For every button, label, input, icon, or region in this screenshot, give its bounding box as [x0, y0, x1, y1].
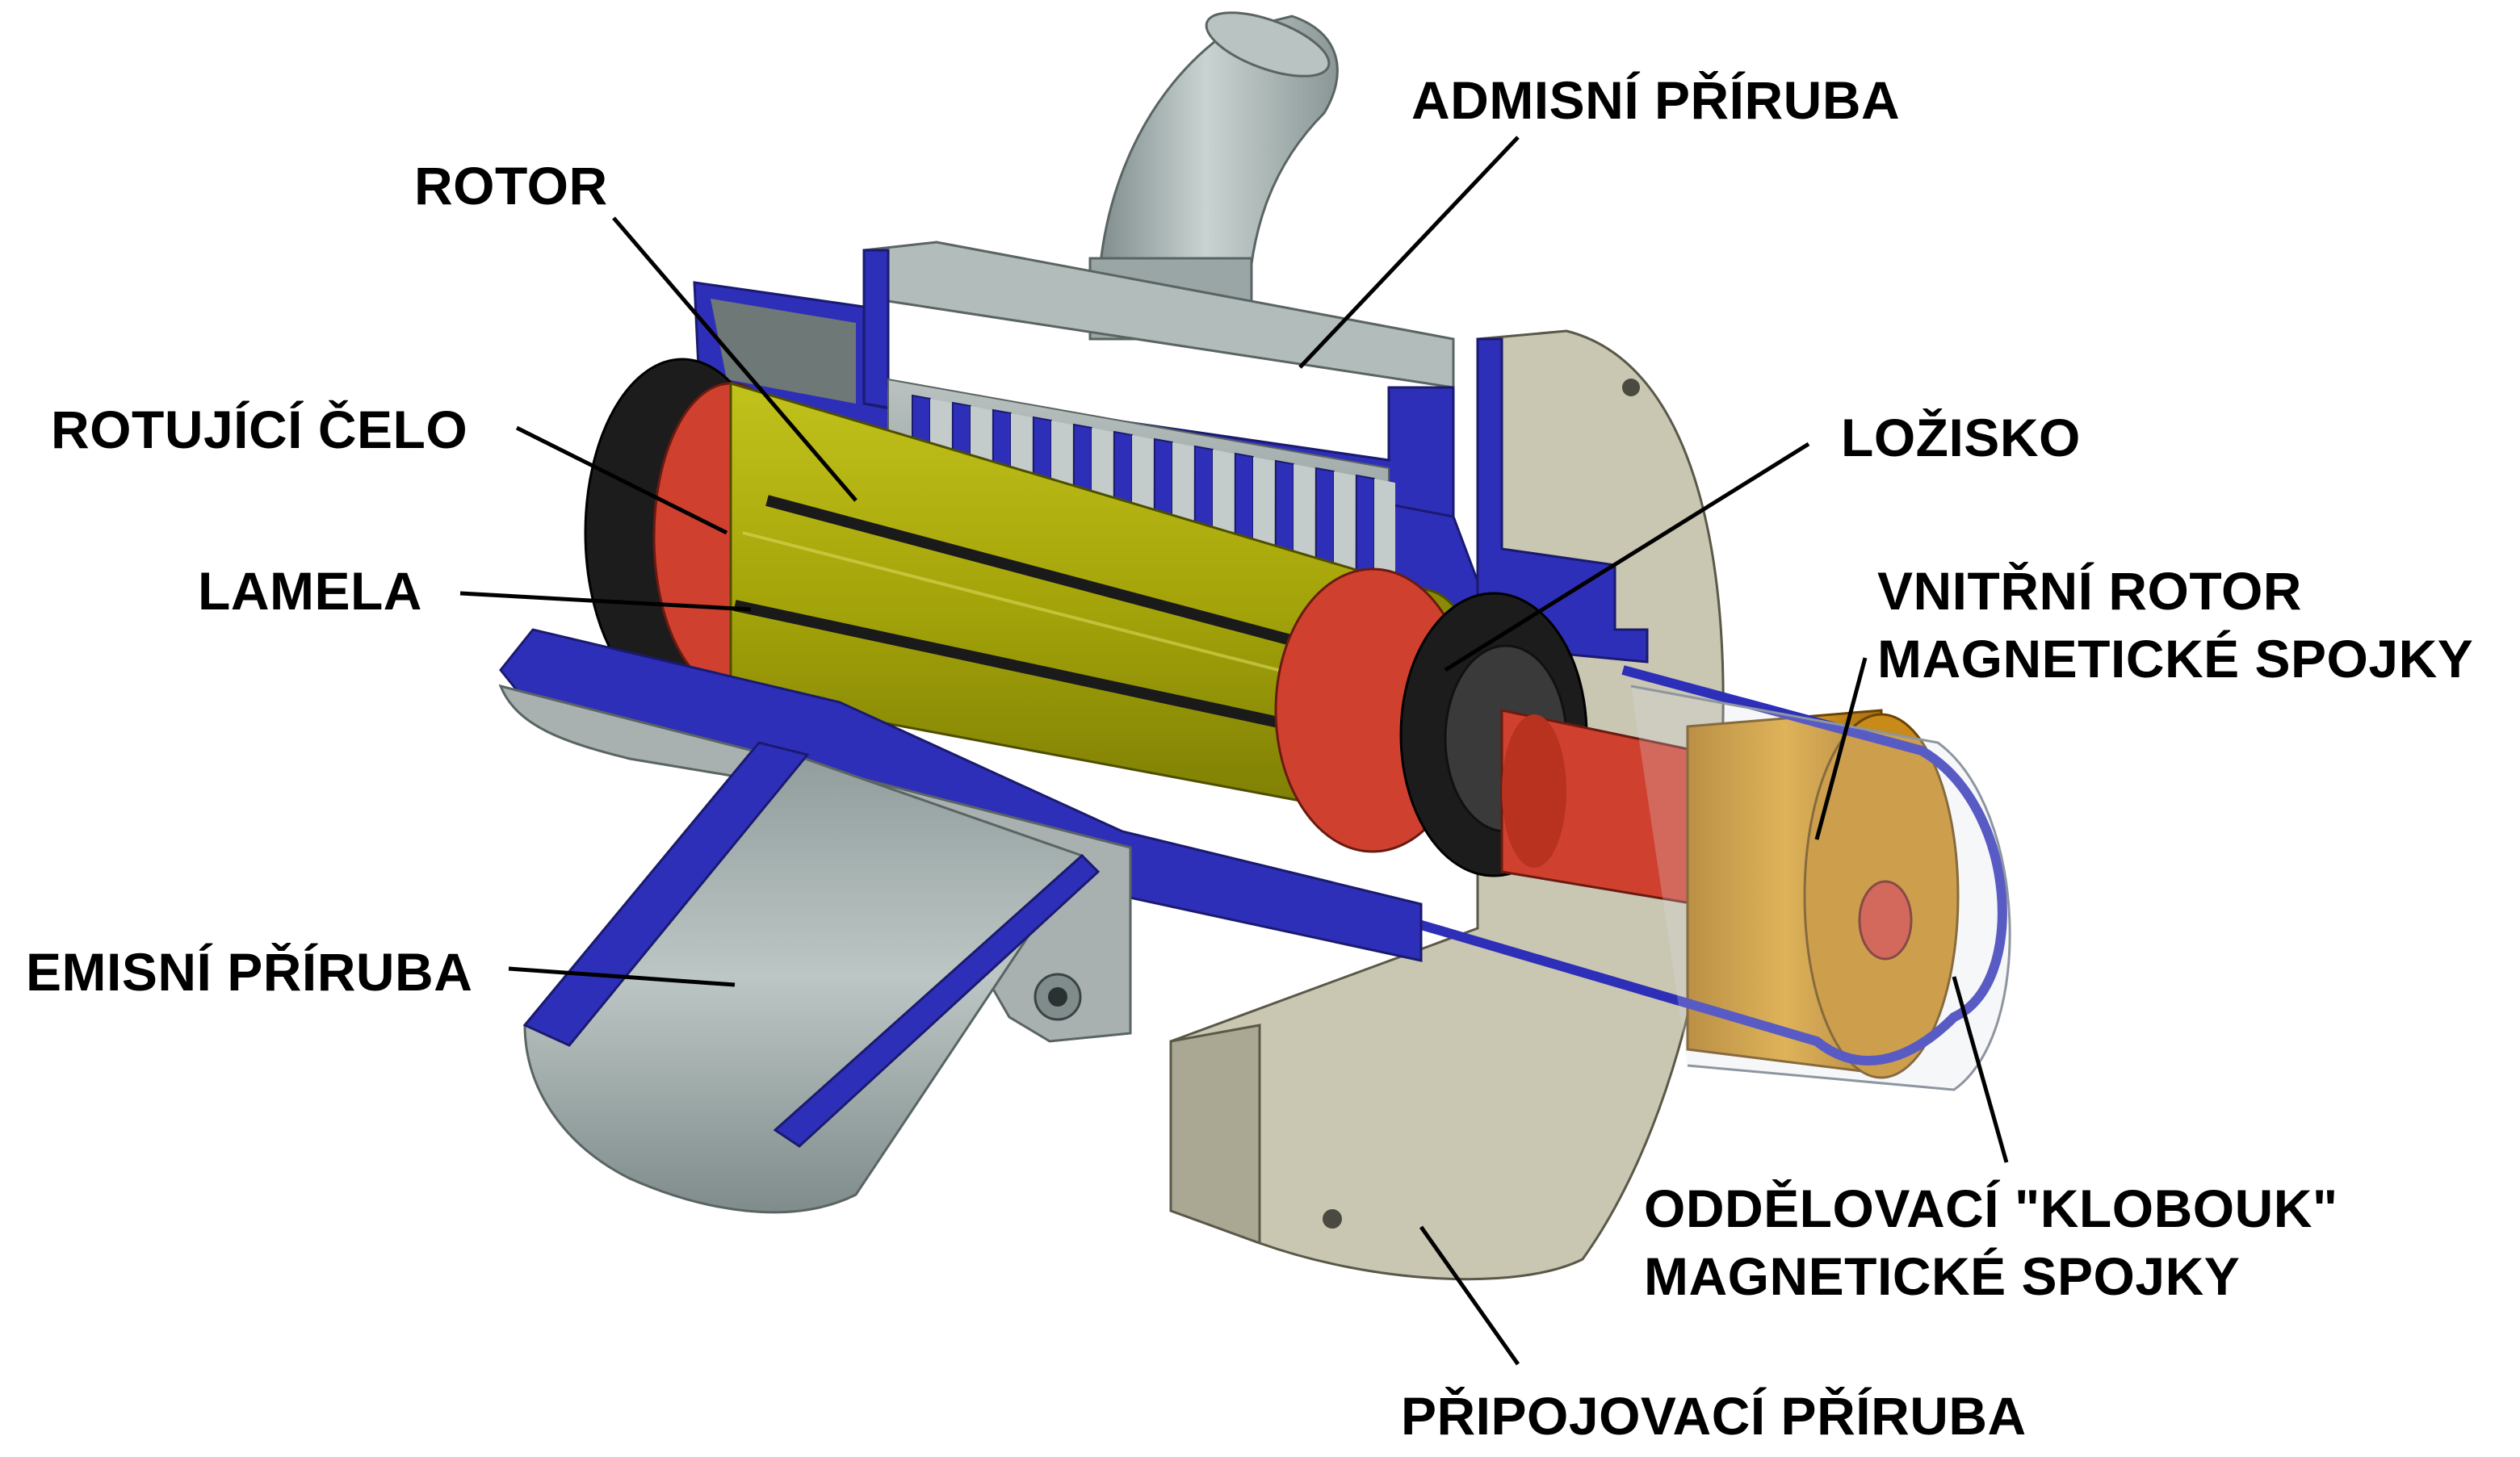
label-oddelovaci-klobouk: ODDĚLOVACÍ "KLOBOUK" MAGNETICKÉ SPOJKY [1644, 1179, 2338, 1306]
admisni-priruba-part [862, 11, 1455, 518]
leader-vnitrni [1814, 657, 1868, 840]
label-pripojovaci-priruba: PŘIPOJOVACÍ PŘÍRUBA [1401, 1386, 2027, 1446]
oddelovaci-klobouk-part [1403, 665, 2011, 1091]
label-lozisko: LOŽISKO [1841, 408, 2081, 467]
leader-emisni [508, 966, 736, 987]
leader-lamela [459, 591, 752, 612]
leader-lozisko [1444, 442, 1810, 672]
label-lamela: LAMELA [198, 561, 422, 621]
lozisko-part [1274, 567, 1697, 906]
label-rotujici-celo: ROTUJÍCÍ ČELO [51, 400, 468, 459]
emisni-priruba-part [522, 741, 1101, 1214]
leader-oddelovaci [1952, 976, 2009, 1163]
label-rotor: ROTOR [414, 156, 608, 216]
lamela-part [733, 495, 1374, 748]
label-vnitrni-rotor: VNITŘNÍ ROTOR MAGNETICKÉ SPOJKY [1877, 561, 2474, 689]
leader-lines [459, 136, 2009, 1366]
leader-pripojovaci [1419, 1225, 1520, 1366]
pripojovaci-priruba-part [1169, 329, 1725, 1281]
leader-admisni [1298, 136, 1520, 369]
label-emisni-priruba: EMISNÍ PŘÍRUBA [26, 942, 473, 1002]
vnitrni-rotor-part [1686, 709, 1960, 1079]
leader-rotujici [515, 425, 728, 535]
label-admisni-priruba: ADMISNÍ PŘÍRUBA [1411, 70, 1901, 130]
leader-rotor [612, 216, 857, 502]
